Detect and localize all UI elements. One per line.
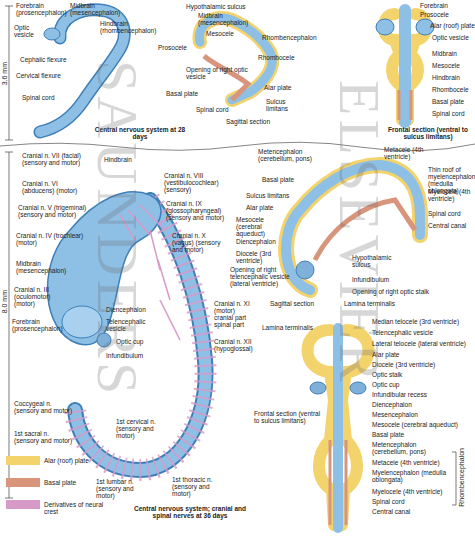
part-label: Infundibular recess	[372, 391, 472, 398]
part-label: Opening of right telencephalic vesicle (…	[230, 266, 296, 287]
part-label: Myelocele (4th ventricle)	[372, 488, 452, 495]
part-label: 1st cervical n. (sensory and motor)	[116, 418, 172, 439]
part-label: Cranial n. XI (motor) cranial part spina…	[214, 300, 254, 328]
part-label: Lamina terminalis	[262, 324, 322, 331]
part-label: Sulcus limitans	[246, 192, 296, 199]
part-label: Alar plate	[246, 204, 296, 211]
part-label: Myelencephalon (medulla oblongata)	[372, 469, 452, 483]
part-label: Coccygeal n. (sensory and motor)	[14, 400, 74, 414]
part-label: 1st sacral n. (sensory and motor)	[14, 430, 74, 444]
part-label: Basal plate	[432, 98, 475, 105]
part-label: Spinal cord	[372, 498, 452, 505]
part-label: Mesocele (cerebral aqueduct)	[372, 421, 472, 428]
bracket	[452, 452, 456, 505]
part-label: Cranial n. VI (abducens) (motor)	[22, 180, 92, 194]
part-label: Midbrain (mesencephalon)	[16, 260, 72, 274]
part-label: Spinal cord	[196, 106, 236, 113]
part-label: Hindbrain	[432, 74, 475, 81]
part-label: Cranial n. V (trigeminal) (sensory and m…	[18, 204, 90, 218]
part-label: Spinal cord	[432, 110, 475, 117]
part-label: Sulcus limitans	[266, 98, 306, 112]
legend-swatch	[6, 500, 40, 509]
legend-swatch	[6, 478, 40, 487]
part-label: Metacele (4th ventricle)	[372, 459, 448, 466]
part-label: 1st lumbar n. (sensory and motor)	[96, 478, 146, 499]
legend-text: Derivatives of neural crest	[44, 501, 114, 515]
part-label: Cranial n. IV (trochlear) (motor)	[16, 232, 84, 246]
part-label: Optic vesicle	[432, 34, 475, 41]
part-label: Mesocele	[206, 30, 246, 37]
part-label: Hypothalamic sulcus	[186, 3, 256, 10]
part-label: Hindbrain (rhombencephalon)	[100, 20, 160, 34]
part-label: Diencephalon	[372, 401, 472, 408]
watermark: SAUNDERS	[84, 60, 151, 398]
part-label: Diocele (3rd ventricle)	[236, 250, 284, 264]
part-label: Metencephalon (cerebellum, pons)	[372, 441, 452, 455]
part-label: Diencephalon	[236, 238, 286, 245]
part-label: 8.0 mm	[1, 290, 9, 313]
part-label: Alar plate	[264, 84, 304, 91]
part-label: Rhombocele	[258, 54, 308, 61]
watermark: ELSEVIER	[326, 80, 393, 386]
part-label: Mesencephalon	[372, 411, 472, 418]
panel-caption: Central nervous system; cranial and spin…	[130, 505, 250, 519]
panel-caption: Frontal section (ventral to sulcus limit…	[382, 126, 474, 140]
part-label: Sagittal section	[226, 118, 296, 125]
part-label: Basal plate	[166, 90, 206, 97]
part-label: Cervical flexure	[16, 72, 66, 79]
part-label: Prosocele	[158, 44, 198, 51]
part-label: Cranial n. X (vagus) (sensory and motor)	[172, 232, 228, 253]
part-label: Spinal cord	[22, 94, 62, 101]
part-label: Cranial n. IX (glossopharyngeal) (sensor…	[166, 200, 246, 221]
part-label: Spinal cord	[428, 210, 474, 217]
part-label: Mesocele (cerebral aqueduct)	[236, 216, 282, 237]
part-label: Rhombocele	[432, 86, 475, 93]
legend-text: Basal plate	[44, 479, 114, 486]
part-label: Opening of right optic vesicle	[186, 66, 248, 80]
part-label: Frontal section (ventral to sulcus limit…	[254, 410, 326, 424]
part-label: Central canal	[428, 222, 474, 229]
part-label: Midbrain (mesencephalon)	[198, 12, 268, 26]
part-label: Metacele (4th ventricle)	[384, 146, 444, 160]
part-label: Forebrain	[420, 2, 470, 9]
part-label: Rhombencephalon	[458, 448, 466, 507]
part-label: Cephalic flexure	[20, 56, 70, 63]
part-label: Midbrain (mesencephalon)	[70, 2, 120, 16]
part-label: Midbrain	[432, 50, 475, 57]
part-label: Cranial n. VIII (vestibulocochlear) (sen…	[164, 172, 240, 193]
part-label: Mesocele	[432, 62, 475, 69]
part-label: Optic vesicle	[14, 24, 46, 38]
part-label: Prosocele	[420, 11, 470, 18]
part-label: 3.6 mm	[1, 62, 9, 85]
part-label: Forebrain (prosencephalon)	[12, 318, 56, 332]
part-label: Myelocele (4th ventricle)	[428, 188, 474, 202]
part-label: Rhombencephalon	[262, 34, 322, 41]
part-label: Cranial n. III (oculomotor) (motor)	[14, 286, 70, 307]
part-label: 1st thoracic n. (sensory and motor)	[172, 476, 228, 497]
part-label: Forebrain (prosencephalon)	[16, 2, 74, 16]
part-label: Sagittal section	[270, 300, 330, 307]
part-label: Alar (roof) plate	[430, 22, 475, 29]
part-label: Basal plate	[262, 176, 312, 183]
part-label: Cranial n. XII (hypoglossal)	[214, 338, 266, 352]
part-label: Basal plate	[372, 431, 472, 438]
part-label: Metencephalon (cerebellum, pons)	[258, 148, 338, 162]
legend-swatch	[6, 456, 40, 465]
legend-text: Alar (roof) plate	[44, 457, 114, 464]
part-label: Central canal	[372, 508, 452, 515]
